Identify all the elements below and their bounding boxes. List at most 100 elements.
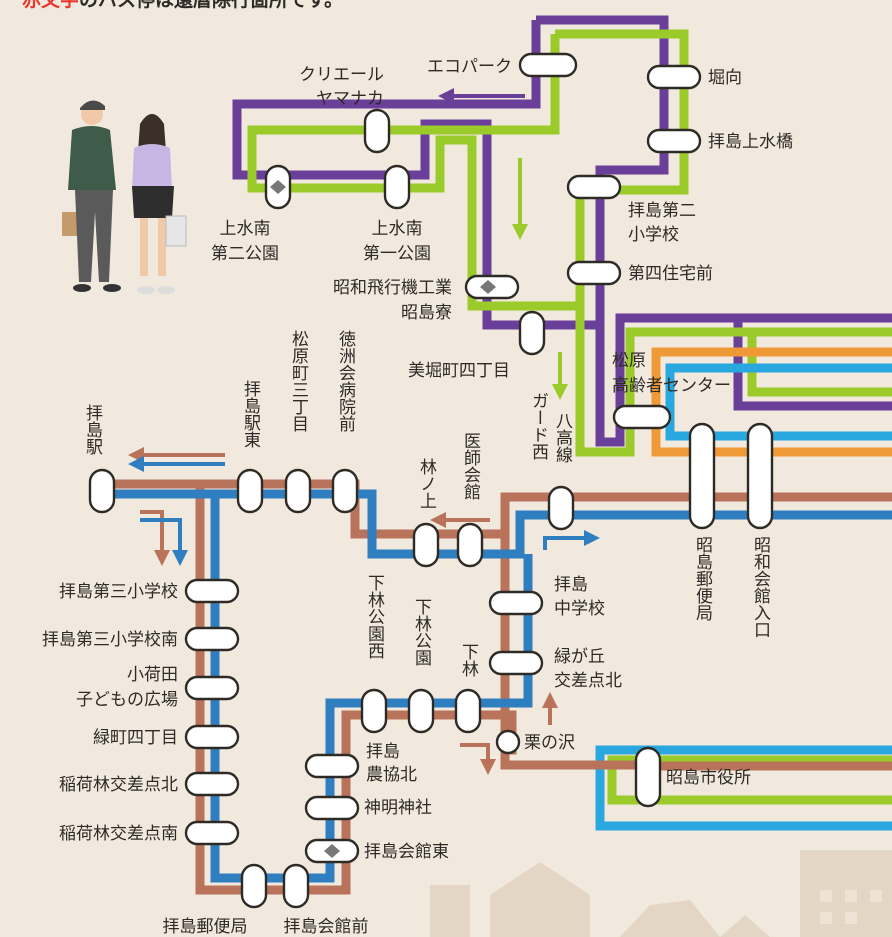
stop-marker-daiyon-jutaku[interactable] xyxy=(566,260,622,286)
stop-marker-matsubara-center[interactable] xyxy=(612,404,672,430)
header-note: 赤文字のバス停は還暦除行箇所です。 xyxy=(22,0,343,11)
stop-marker-haijima-jhs[interactable] xyxy=(488,590,544,616)
stop-marker-shimobayashi-park[interactable] xyxy=(407,688,435,734)
label-tokushukai: 徳洲会病院前 xyxy=(335,330,356,433)
diamond-mark-showa-hikoki xyxy=(480,280,496,294)
stop-marker-kurinosawa[interactable] xyxy=(495,729,521,755)
route-line-cyan xyxy=(595,363,892,831)
label-haijima-station: 拝島駅 xyxy=(82,404,103,455)
header-note-accent: 赤文字 xyxy=(22,0,79,11)
stop-marker-eco-park[interactable] xyxy=(518,52,578,78)
stop-marker-mihori[interactable] xyxy=(518,310,546,356)
label-haijima-kaikan-mae: 拝島会館前 xyxy=(284,917,369,937)
stop-markers xyxy=(88,52,774,909)
stop-marker-kamisuibashi[interactable] xyxy=(646,128,702,154)
label-horimuki: 堀向 xyxy=(708,68,742,88)
stop-marker-haijima-station[interactable] xyxy=(88,468,116,514)
stop-marker-horimuki[interactable] xyxy=(646,64,702,90)
label-matsubara-center-2: 高齢者センター xyxy=(612,376,731,396)
route-line-orange xyxy=(651,347,892,457)
stop-marker-nokyo[interactable] xyxy=(304,753,360,779)
label-shimobayashi-park: 下林公園 xyxy=(411,598,432,666)
label-haijima-kaikan-east: 拝島会館東 xyxy=(364,842,449,862)
label-kamisui-1-line2: 第一公園 xyxy=(363,244,431,264)
stop-marker-shinmei[interactable] xyxy=(304,795,360,821)
label-ogida-1: 小荷田 xyxy=(127,665,178,685)
label-kamisui-2-line1: 上水南 xyxy=(220,219,271,239)
label-haijima-jhs-1: 拝島 xyxy=(554,575,588,595)
label-nokyo-2: 農協北 xyxy=(366,765,417,785)
label-haijima-post: 拝島郵便局 xyxy=(163,917,248,937)
label-inaribayashi-north: 稲荷林交差点北 xyxy=(59,775,178,795)
label-haijima-2nd-school-2: 小学校 xyxy=(628,225,679,245)
label-kamisui-2-line2: 第二公園 xyxy=(211,244,279,264)
town-silhouette-decoration xyxy=(430,850,892,937)
stop-marker-haijima-post[interactable] xyxy=(240,863,268,909)
label-shimobayashi: 下林 xyxy=(458,643,479,677)
label-kamisuibashi: 拝島上水橋 xyxy=(708,132,793,152)
label-rinnoue: 林ノ上 xyxy=(416,458,437,509)
stop-marker-midorigaoka[interactable] xyxy=(488,650,544,676)
label-crieru-1: クリエール xyxy=(299,65,384,85)
label-inaribayashi-south: 稲荷林交差点南 xyxy=(59,824,178,844)
stop-marker-haijima-3rd-school-south[interactable] xyxy=(184,626,240,652)
stop-marker-haijima-3rd-school[interactable] xyxy=(184,578,240,604)
stop-marker-ishikaikan[interactable] xyxy=(456,522,484,568)
label-mihori: 美堀町四丁目 xyxy=(408,361,510,381)
stop-marker-rinnoue[interactable] xyxy=(412,522,440,568)
stop-labels: 拝島駅 拝島駅東 松原町三丁目 徳洲会病院前 林ノ上 医師会館 ガード西 八高線… xyxy=(42,57,793,937)
couple-illustration xyxy=(62,100,187,294)
label-haijima-3rd-school: 拝島第三小学校 xyxy=(59,582,178,602)
diamond-mark-kamisui-2 xyxy=(270,180,286,194)
label-haijima-2nd-school-1: 拝島第二 xyxy=(628,201,696,221)
label-matsubara-center-1: 松原 xyxy=(612,351,646,371)
label-kurinosawa: 栗の沢 xyxy=(524,733,575,753)
stop-marker-haijima-kaikan-mae[interactable] xyxy=(282,863,310,909)
label-haijima-station-east: 拝島駅東 xyxy=(240,380,261,448)
label-matsubara-3: 松原町三丁目 xyxy=(288,330,309,432)
stop-marker-shimobayashi-park-west[interactable] xyxy=(360,688,388,734)
route-line-blue xyxy=(100,489,892,883)
stop-marker-hachiko[interactable] xyxy=(547,485,575,531)
label-midorigaoka-2: 交差点北 xyxy=(554,671,622,691)
stop-marker-inaribayashi-north[interactable] xyxy=(184,771,240,797)
label-nokyo-1: 拝島 xyxy=(366,742,400,762)
label-midorigaoka-1: 緑が丘 xyxy=(554,647,605,667)
stop-marker-midoricho[interactable] xyxy=(184,724,240,750)
label-shimobayashi-park-west: 下林公園西 xyxy=(364,574,385,659)
label-midoricho: 緑町四丁目 xyxy=(93,728,178,748)
stop-marker-showa-kaikan[interactable] xyxy=(746,422,774,530)
label-haijima-3rd-school-south: 拝島第三小学校南 xyxy=(42,630,178,650)
label-daiyon-jutaku: 第四住宅前 xyxy=(628,264,713,284)
label-crieru-2: ヤマナカ xyxy=(316,89,384,109)
label-showa-hikoki-1: 昭和飛行機工業 xyxy=(333,278,452,298)
stop-marker-crieru[interactable] xyxy=(363,108,391,154)
label-city-hall: 昭島市役所 xyxy=(666,768,751,788)
label-kamisui-1-line1: 上水南 xyxy=(372,219,423,239)
label-shinmei: 神明神社 xyxy=(364,798,432,818)
diamond-mark-haijima-kaikan-east xyxy=(324,844,340,858)
stop-marker-tokushukai[interactable] xyxy=(331,468,359,514)
label-ishikaikan: 医師会館 xyxy=(460,432,481,500)
label-ogida-2: 子どもの広場 xyxy=(76,690,178,710)
header-note-text: のバス停は還暦除行箇所です。 xyxy=(79,0,343,11)
stop-marker-inaribayashi-south[interactable] xyxy=(184,820,240,846)
stop-marker-shoto-post[interactable] xyxy=(688,422,716,530)
label-guard-west: ガード西 xyxy=(528,392,548,460)
label-showa-hikoki-2: 昭島寮 xyxy=(401,303,452,323)
stop-marker-haijima-2nd-school[interactable] xyxy=(566,174,622,200)
label-haijima-jhs-2: 中学校 xyxy=(554,599,605,619)
label-showa-kaikan: 昭和会館入口 xyxy=(750,536,771,638)
stop-marker-ogida[interactable] xyxy=(184,675,240,701)
label-eco-park: エコパーク xyxy=(427,57,512,77)
stop-marker-city-hall[interactable] xyxy=(634,746,662,808)
stop-marker-haijima-station-east[interactable] xyxy=(236,468,264,514)
route-line-purple xyxy=(232,15,892,447)
stop-marker-matsubara-3[interactable] xyxy=(284,468,312,514)
route-line-green xyxy=(247,29,892,805)
label-hachiko: 八高線 xyxy=(552,412,573,463)
label-shoto-post: 昭島郵便局 xyxy=(692,536,713,622)
stop-marker-shimobayashi[interactable] xyxy=(454,688,482,734)
stop-marker-kamisui-1[interactable] xyxy=(383,164,411,210)
